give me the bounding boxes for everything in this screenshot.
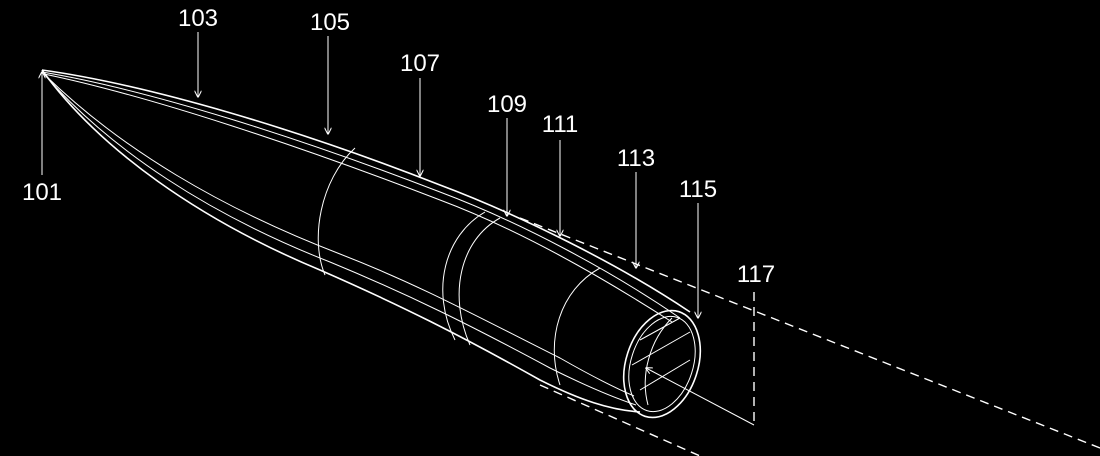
rear-opening [622, 309, 702, 419]
leaders [42, 32, 698, 318]
extension-line-upper [519, 217, 1100, 449]
extension-line-lower [539, 384, 701, 456]
label-109: 109 [487, 91, 527, 118]
label-103: 103 [178, 5, 218, 32]
label-111: 111 [542, 111, 578, 138]
leader-117-diagonal [646, 368, 755, 426]
label-117: 117 [737, 261, 775, 288]
label-107: 107 [400, 50, 440, 77]
bullet-body [41, 69, 691, 413]
label-115: 115 [679, 176, 717, 203]
label-101: 101 [22, 179, 62, 206]
label-105: 105 [310, 9, 350, 36]
label-113: 113 [617, 145, 655, 172]
